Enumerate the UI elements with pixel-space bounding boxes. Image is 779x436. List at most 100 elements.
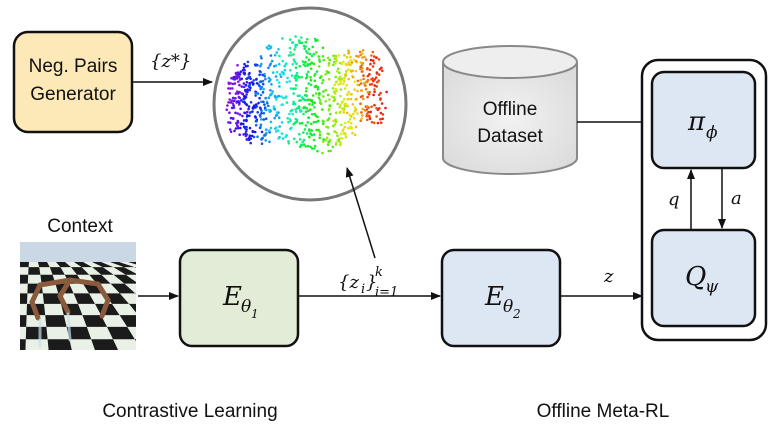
embedding-point [372,79,375,83]
embedding-point [302,63,306,66]
embedding-point [262,111,266,115]
embedding-point [285,101,289,104]
embedding-point [343,54,346,57]
q-function-subscript: ψ [705,277,719,297]
neg-pairs-label-line2: Generator [30,84,116,105]
embedding-point [277,111,280,114]
embedding-point [376,121,380,125]
embedding-point [312,120,316,124]
embedding-point [232,106,236,109]
embedding-point [344,121,347,125]
embedding-point [293,60,297,64]
embedding-point [324,72,327,76]
embedding-point [302,44,306,48]
embedding-point [347,90,351,94]
q-function-node: Q ψ [650,228,757,328]
embedding-point [316,87,320,91]
embedding-point [362,97,365,101]
embedding-point [251,129,254,133]
embedding-point [253,130,257,134]
embedding-point [287,142,291,145]
embedding-point [252,79,255,82]
zi-sub: i [361,282,365,297]
embedding-point [246,110,249,114]
embedding-point [332,99,336,103]
embedding-point [246,88,249,92]
embedding-point [262,118,266,121]
embedding-point [377,58,381,61]
embedding-point [308,52,312,56]
embedding-point [315,128,318,132]
embedding-point [284,63,288,66]
embedding-point [347,61,351,64]
embedding-point [306,64,310,67]
embedding-point [359,82,363,85]
embedding-point [327,132,331,136]
checker-tile [20,262,29,268]
checker-tile [20,339,26,350]
embedding-point [262,87,265,91]
embedding-point [347,49,350,53]
checker-tile [0,304,10,315]
embedding-point [332,96,336,99]
embedding-point [286,117,290,120]
embedding-point [237,75,241,79]
embedding-point [295,118,299,122]
embedding-point [281,137,285,140]
checker-tile [113,274,136,284]
embedding-point [277,137,280,140]
embedding-point [377,73,381,76]
embedding-point [341,100,345,103]
embedding-point [285,133,288,137]
embedding-point [326,71,330,74]
checker-tile [147,327,178,339]
embedding-point [356,112,359,115]
embedding-point [264,139,268,142]
embedding-point [345,55,349,59]
zi-range: i=1 [375,285,398,300]
embedding-point [338,75,342,79]
embedding-point [231,82,235,86]
embedding-point [333,92,337,95]
checker-tile [73,293,95,304]
embedding-point [351,75,355,79]
embedding-point [273,108,277,111]
embedding-point [304,60,307,64]
embedding-point [326,93,330,97]
embedding-point [230,99,234,102]
embedding-point [333,123,337,126]
embedding-point [267,104,270,108]
embedding-point [284,96,287,99]
embedding-point [350,92,353,96]
embedding-point [304,76,308,80]
embedding-point [321,122,325,125]
embedding-point [261,73,264,77]
embedding-point [229,82,233,85]
embedding-point [239,107,242,111]
embedding-point [278,85,281,88]
embedding-point [379,118,382,121]
embedding-point [244,130,248,133]
encoder2-subsubscript: 2 [512,307,521,321]
embedding-point [371,77,374,80]
embedding-point [258,73,261,77]
caption-offline-meta-rl: Offline Meta-RL [537,401,670,422]
embedding-point [344,74,348,77]
embedding-point [294,66,298,70]
embedding-point [318,98,322,102]
embedding-point [380,102,384,105]
embedding-point [233,129,236,133]
embedding-point [348,117,352,121]
embedding-point [324,138,328,142]
embedding-point [327,77,331,81]
embedding-point [305,87,308,90]
embedding-point [354,125,358,129]
embedding-point [269,120,273,124]
embedding-point [299,110,302,113]
embedding-point [342,80,346,83]
embedding-point [343,125,347,129]
embedding-point [254,63,258,67]
embedding-point [254,123,258,127]
embedding-point [374,76,378,79]
z-star-label: {z*} [150,51,191,72]
